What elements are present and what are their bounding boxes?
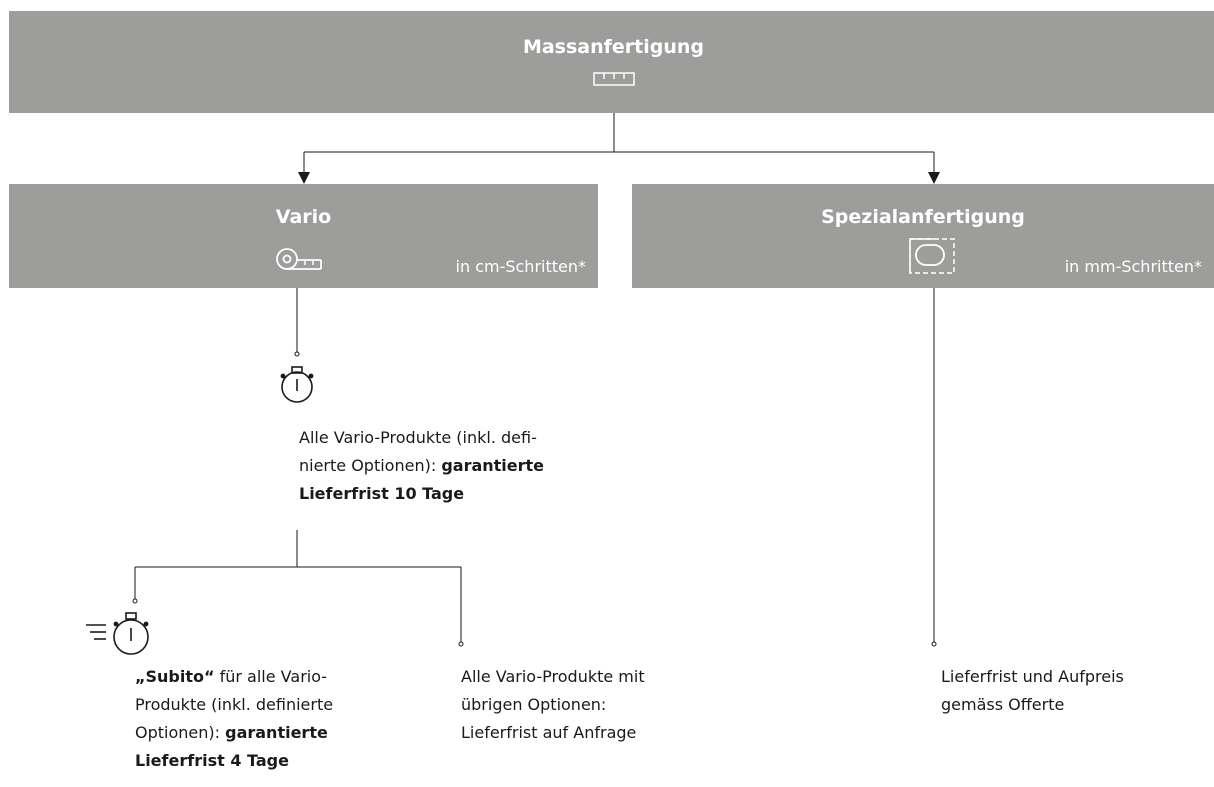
fast-stopwatch-icon [86,612,149,655]
vario-standard-line3-bold: Lieferfrist 10 Tage [299,484,465,503]
spezialanfertigung-title: Spezialanfertigung [821,206,1025,228]
spezial-note-text: Lieferfrist und Aufpreis gemäss Offerte [941,663,1201,719]
spezial-note-line1: Lieferfrist und Aufpreis [941,667,1124,686]
subito-line3-bold: garantierte [225,723,328,742]
spezial-note-line2: gemäss Offerte [941,695,1065,714]
spezialanfertigung-subtitle: in mm-Schritten* [1064,257,1202,276]
vario-standard-line1: Alle Vario-Produkte (inkl. defi- [299,428,537,447]
ruler-icon [593,72,635,86]
massanfertigung-title: Massanfertigung [522,36,705,58]
massanfertigung-box: Massanfertigung [9,11,1214,113]
subito-line4-bold: Lieferfrist 4 Tage [135,751,289,770]
other-options-line1: Alle Vario-Produkte mit [461,667,645,686]
other-options-line3: Lieferfrist auf Anfrage [461,723,637,742]
vario-standard-line2-bold: garantierte [441,456,545,475]
vario-standard-text: Alle Vario-Produkte (inkl. defi- nierte … [299,424,619,508]
vario-title: Vario [275,206,332,228]
other-options-line2: übrigen Optionen: [461,695,607,714]
vario-box: Vario in cm-Schritten* [9,184,598,288]
vario-standard-line2: nierte Optionen): [299,456,442,475]
subito-line3: Optionen): [135,723,226,742]
spezialanfertigung-box: Spezialanfertigung in mm-Schritten* [632,184,1214,288]
subito-line1-bold: „Subito“ [135,667,215,686]
vario-subtitle: in cm-Schritten* [455,257,586,276]
custom-shape-icon [909,238,955,274]
subito-line1: für alle Vario- [214,667,328,686]
subito-text: „Subito“ für alle Vario- Produkte (inkl.… [135,663,425,775]
other-options-text: Alle Vario-Produkte mit übrigen Optionen… [461,663,741,747]
tape-measure-icon [276,248,322,270]
stopwatch-icon [280,366,314,403]
subito-line2: Produkte (inkl. definierte [135,695,334,714]
